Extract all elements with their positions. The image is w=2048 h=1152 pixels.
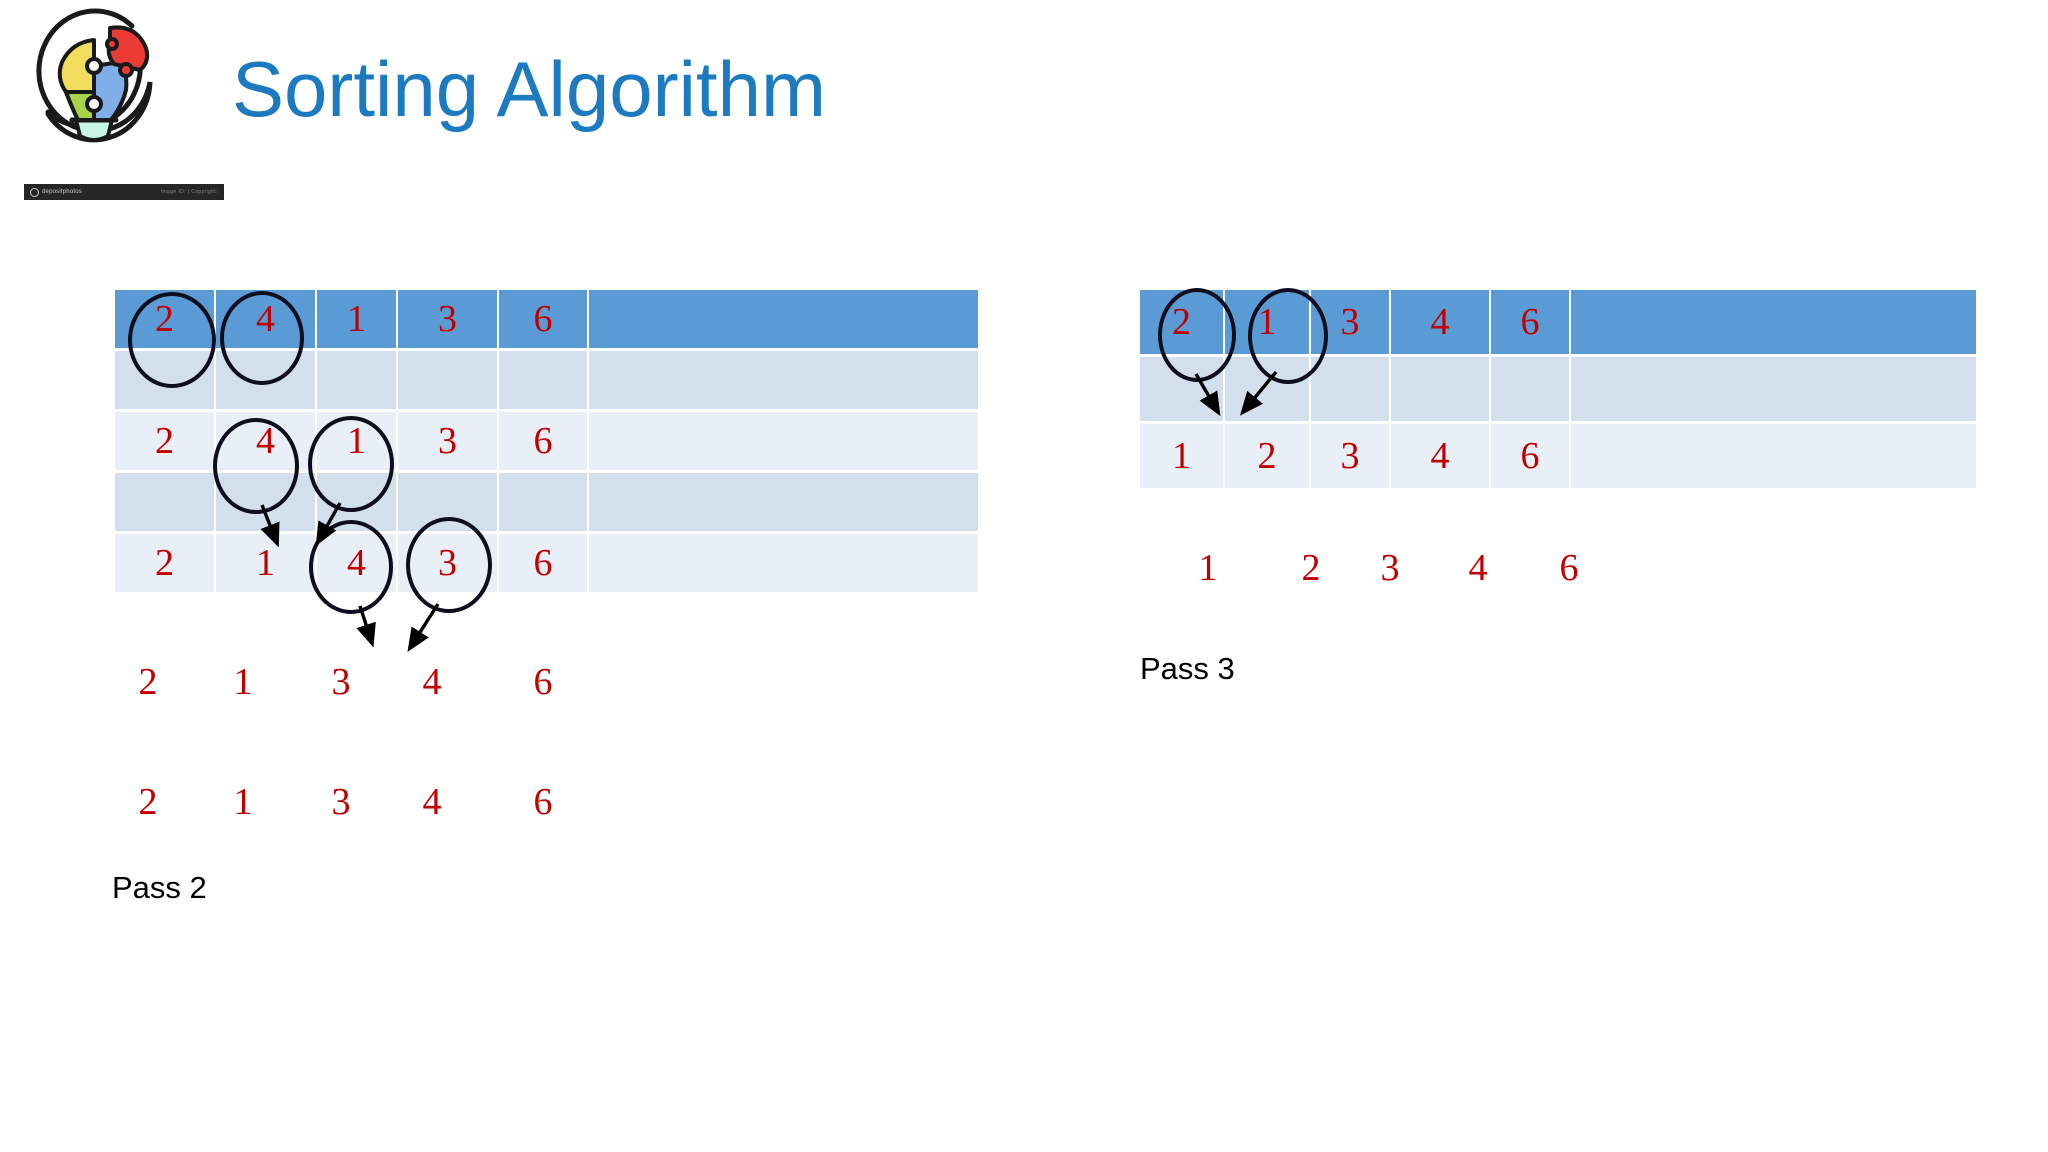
watermark-meta: Image ID: | Copyright: bbox=[160, 189, 218, 195]
pass-2-result-row-1-value-4: 4 bbox=[422, 661, 442, 703]
pass3-cell-r3-c2: 2 bbox=[1225, 424, 1311, 491]
pass3-cell-r2-c3 bbox=[1311, 357, 1391, 424]
pass3-cell-r3-c3: 3 bbox=[1311, 424, 1391, 491]
pass3-cell-r2-c1 bbox=[1140, 357, 1225, 424]
pass2-cell-r5-c4: 3 bbox=[398, 534, 499, 595]
pass2-cell-r1-c3: 1 bbox=[317, 290, 398, 351]
pass2-cell-r3-c5: 6 bbox=[499, 412, 589, 473]
pass3-cell-r1-c6 bbox=[1571, 290, 1978, 357]
pass3-cell-r1-c2: 1 bbox=[1225, 290, 1311, 357]
pass2-cell-r2-c6 bbox=[589, 351, 980, 412]
pass2-cell-r2-c2 bbox=[216, 351, 317, 412]
pass-2-result-row-2-value-3: 3 bbox=[331, 781, 351, 823]
pass2-cell-r4-c3 bbox=[317, 473, 398, 534]
pass-2-result-row-2-value-4: 4 bbox=[422, 781, 442, 823]
pass-2-result-row-1-value-5: 6 bbox=[533, 661, 553, 703]
pass2-cell-r2-c3 bbox=[317, 351, 398, 412]
pass2-cell-r2-c4 bbox=[398, 351, 499, 412]
pass2-table-row bbox=[115, 351, 980, 412]
pass3-cell-r3-c1: 1 bbox=[1140, 424, 1225, 491]
pass-3-label: Pass 3 bbox=[1140, 651, 1235, 686]
pass-2-result-row-2-value-5: 6 bbox=[533, 781, 553, 823]
pass2-table-row bbox=[115, 473, 980, 534]
pass-3-result-row-1-value-5: 6 bbox=[1559, 547, 1579, 589]
pass2-cell-r1-c2: 4 bbox=[216, 290, 317, 351]
pass-3-result-row-1-value-2: 2 bbox=[1301, 547, 1321, 589]
pass2-cell-r5-c2: 1 bbox=[216, 534, 317, 595]
swap-arrow-pass2-3-to-4 bbox=[407, 603, 440, 653]
pass2-cell-r1-c6 bbox=[589, 290, 980, 351]
pass3-cell-r3-c5: 6 bbox=[1491, 424, 1571, 491]
pass2-cell-r5-c5: 6 bbox=[499, 534, 589, 595]
watermark-brand: depositphotos bbox=[42, 189, 82, 195]
pass-3-result-row-1-value-4: 4 bbox=[1468, 547, 1488, 589]
pass2-cell-r4-c2 bbox=[216, 473, 317, 534]
pass3-table-row bbox=[1140, 357, 1978, 424]
pass2-cell-r4-c5 bbox=[499, 473, 589, 534]
pass-3-result-row-1-value-3: 3 bbox=[1380, 547, 1400, 589]
logo-block: depositphotos Image ID: | Copyright: bbox=[10, 4, 224, 204]
pass2-cell-r1-c4: 3 bbox=[398, 290, 499, 351]
pass-2-result-row-2-value-1: 2 bbox=[138, 781, 158, 823]
pass2-cell-r3-c6 bbox=[589, 412, 980, 473]
pass-2-result-row-1-value-2: 1 bbox=[233, 661, 253, 703]
pass3-cell-r2-c4 bbox=[1391, 357, 1491, 424]
pass2-cell-r3-c4: 3 bbox=[398, 412, 499, 473]
stock-photo-watermark: depositphotos Image ID: | Copyright: bbox=[24, 184, 224, 200]
pass-2-label: Pass 2 bbox=[112, 870, 207, 905]
pass2-cell-r4-c1 bbox=[115, 473, 216, 534]
pass3-cell-r1-c5: 6 bbox=[1491, 290, 1571, 357]
pass3-cell-r2-c6 bbox=[1571, 357, 1978, 424]
pass2-cell-r5-c1: 2 bbox=[115, 534, 216, 595]
pass3-cell-r3-c4: 4 bbox=[1391, 424, 1491, 491]
page-title: Sorting Algorithm bbox=[232, 45, 826, 133]
pass3-cell-r1-c1: 2 bbox=[1140, 290, 1225, 357]
pass2-cell-r1-c5: 6 bbox=[499, 290, 589, 351]
swap-arrow-pass2-4-to-3 bbox=[356, 605, 376, 648]
pass3-cell-r2-c2 bbox=[1225, 357, 1311, 424]
pass3-cell-r1-c4: 4 bbox=[1391, 290, 1491, 357]
pass2-cell-r3-c2: 4 bbox=[216, 412, 317, 473]
pass-2-result-row-1-value-3: 3 bbox=[331, 661, 351, 703]
pass3-cell-r2-c5 bbox=[1491, 357, 1571, 424]
pass3-cell-r1-c3: 3 bbox=[1311, 290, 1391, 357]
puzzle-lightbulb-logo bbox=[36, 8, 153, 143]
pass-2-result-row-1-value-1: 2 bbox=[138, 661, 158, 703]
watermark-logo-icon bbox=[30, 187, 39, 197]
pass2-cell-r2-c5 bbox=[499, 351, 589, 412]
pass2-cell-r5-c3: 4 bbox=[317, 534, 398, 595]
pass2-cell-r5-c6 bbox=[589, 534, 980, 595]
pass-2-result-row-2-value-2: 1 bbox=[233, 781, 253, 823]
pass2-cell-r3-c1: 2 bbox=[115, 412, 216, 473]
pass2-cell-r1-c1: 2 bbox=[115, 290, 216, 351]
pass2-cell-r3-c3: 1 bbox=[317, 412, 398, 473]
pass2-cell-r4-c4 bbox=[398, 473, 499, 534]
pass-3-result-row-1-value-1: 1 bbox=[1198, 547, 1218, 589]
pass2-cell-r4-c6 bbox=[589, 473, 980, 534]
pass2-cell-r2-c1 bbox=[115, 351, 216, 412]
pass3-cell-r3-c6 bbox=[1571, 424, 1978, 491]
